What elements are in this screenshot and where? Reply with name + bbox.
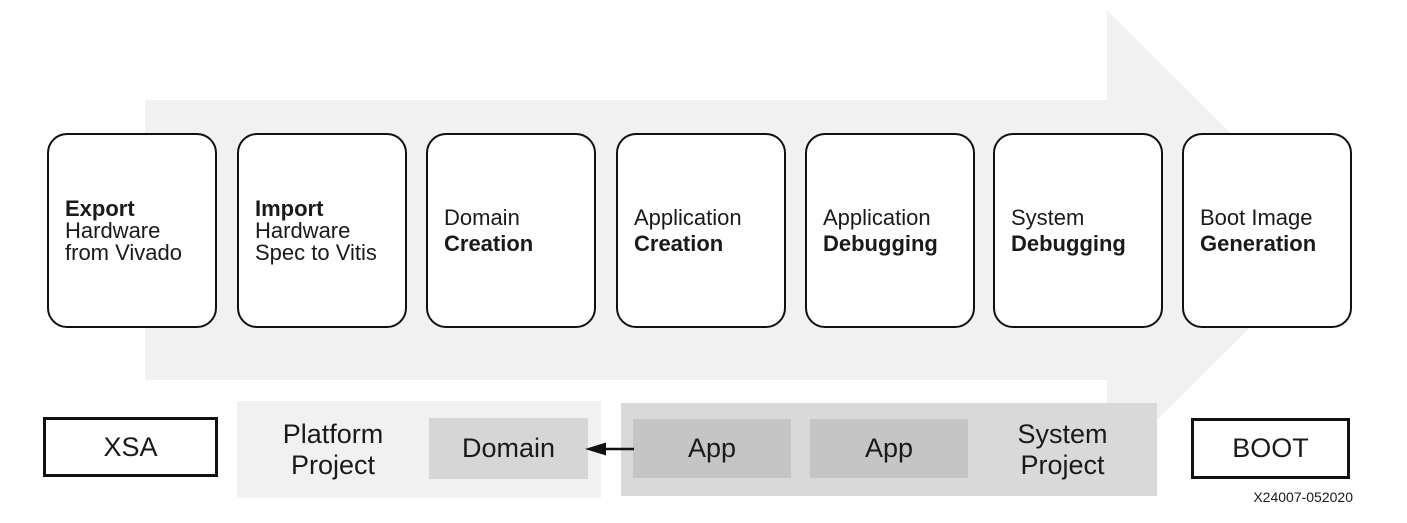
step-application-creation: Application Creation [616, 133, 786, 328]
app-label: App [864, 433, 914, 463]
app-box-2: App [810, 419, 968, 478]
app-label: App [687, 433, 737, 463]
step-boot-image-generation: Boot Image Generation [1182, 133, 1352, 328]
step-line: Import [255, 195, 324, 221]
app-box-1: App [633, 419, 791, 478]
left-arrow-icon [585, 442, 606, 456]
figure-number: X24007-052020 [1253, 489, 1353, 505]
step-system-debugging: System Debugging [993, 133, 1163, 328]
step-line: from Vivado [65, 239, 182, 265]
boot-label: BOOT [1232, 433, 1309, 463]
system-project-label: System Project [1017, 418, 1108, 480]
xsa-box: XSA [43, 417, 218, 477]
step-line: Domain [444, 204, 520, 230]
step-line: Hardware [255, 217, 351, 243]
step-line: Creation [634, 230, 724, 256]
step-domain-creation: Domain Creation [426, 133, 596, 328]
step-line: Spec to Vitis [255, 239, 377, 265]
step-application-debugging: Application Debugging [805, 133, 975, 328]
step-line: Debugging [1011, 230, 1126, 256]
step-line: Application [823, 204, 931, 230]
step-line: Boot Image [1200, 204, 1313, 230]
domain-box: Domain [429, 418, 588, 479]
step-line: Debugging [823, 230, 938, 256]
step-line: System [1011, 204, 1085, 230]
domain-label: Domain [461, 433, 556, 463]
step-import-hardware: Import Hardware Spec to Vitis [237, 133, 407, 328]
step-line: Hardware [65, 217, 161, 243]
xsa-label: XSA [103, 431, 158, 462]
step-line: Generation [1200, 230, 1317, 256]
step-line: Export [65, 195, 135, 221]
step-line: Creation [444, 230, 534, 256]
app-to-domain-arrow [585, 442, 634, 456]
platform-project-label: Platform Project [282, 418, 384, 480]
step-line: Application [634, 204, 742, 230]
step-export-hardware: Export Hardware from Vivado [47, 133, 217, 328]
boot-box: BOOT [1191, 418, 1350, 479]
